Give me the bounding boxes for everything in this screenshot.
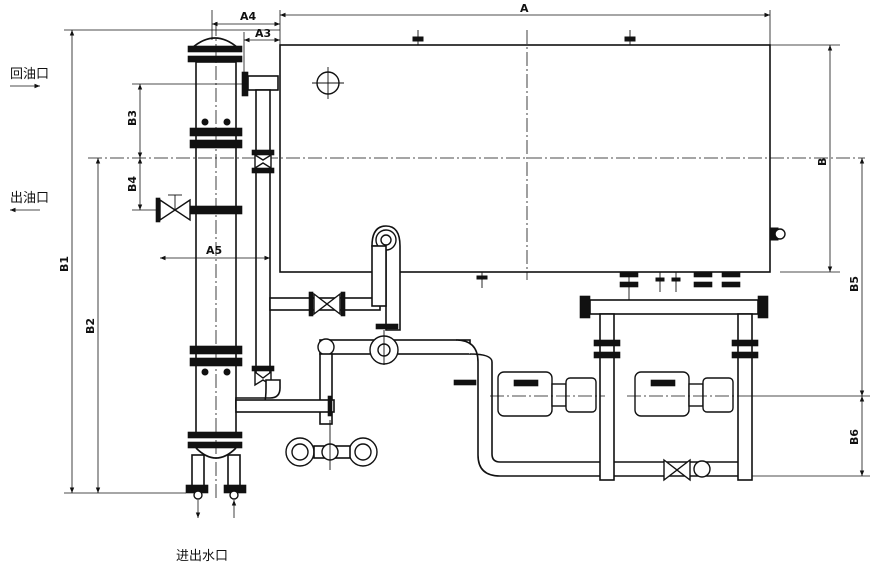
tank-drain [476,272,488,288]
dim-label-A: A [520,2,529,15]
water-inlet-outlet-label: 进出水口 [176,549,228,564]
outlet-oil-valve [155,194,191,223]
pump-right [627,371,745,417]
tank-bottom-valves [619,271,741,300]
bottom-valve [663,458,711,482]
tank-level-gauge [312,67,344,99]
oil-tank [88,30,865,300]
oil-cooler [155,22,279,500]
dim-label-B2: B2 [84,318,97,334]
dim-label-B5: B5 [848,276,861,292]
dimension-lines [10,10,870,518]
dim-label-A3: A3 [255,27,271,40]
tank-side-knob [769,227,786,241]
dim-label-B6: B6 [848,429,861,445]
dim-label-B4: B4 [126,176,139,192]
tank-top-fitting-left [412,30,424,45]
return-oil-port-label: 回油口 [10,67,49,82]
dim-label-B: B [816,158,829,166]
duplex-filter [285,420,378,470]
dim-label-A5: A5 [206,244,222,257]
dim-label-B3: B3 [126,110,139,126]
outlet-oil-port-label: 出油口 [10,191,49,206]
piping [235,89,769,482]
dim-label-B1: B1 [58,256,71,272]
dim-label-A4: A4 [240,10,257,23]
bypass-valve [308,291,346,317]
tank-top-fitting-right [624,30,636,45]
pump-left [490,371,605,417]
